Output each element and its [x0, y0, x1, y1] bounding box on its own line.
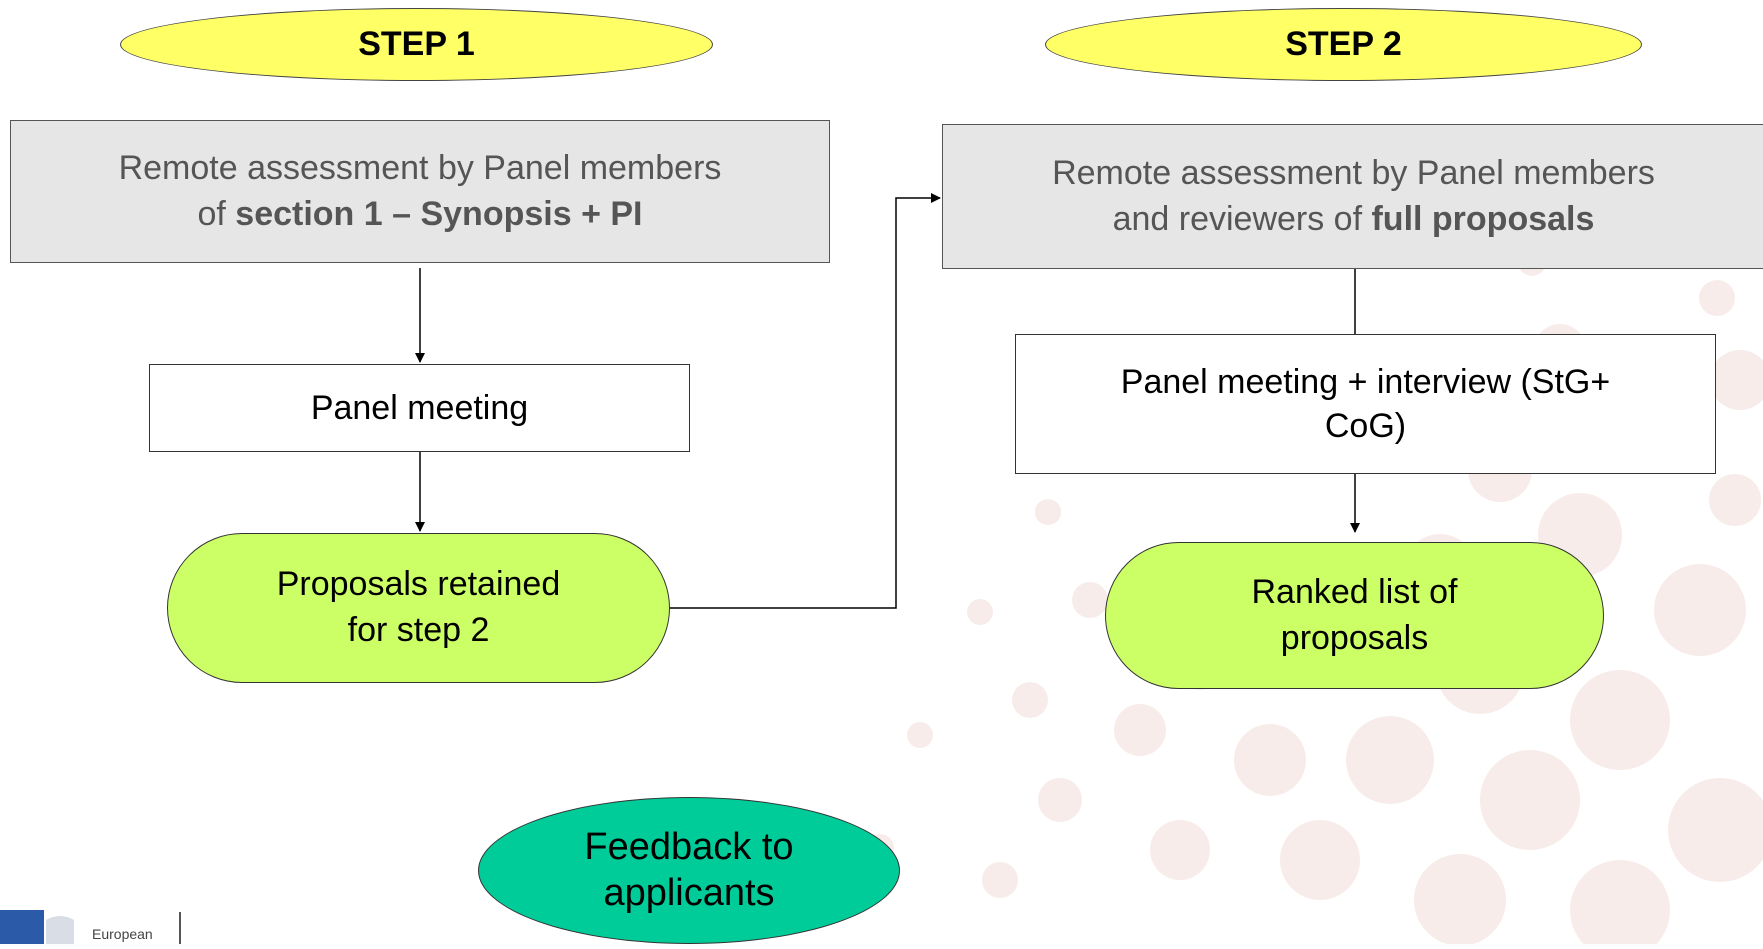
- eu-flag-icon: [0, 910, 181, 944]
- panel-meeting-text: Panel meeting: [310, 388, 529, 427]
- feedback-to-applicants-oval: Feedback to applicants: [478, 797, 900, 944]
- step1-remote-line2: of section 1 – Synopsis + PI: [197, 194, 643, 233]
- panel-interview-line1: Panel meeting + interview (StG+: [1120, 362, 1611, 401]
- step-1-label: STEP 1: [120, 8, 713, 81]
- ranked-line2: proposals: [1280, 618, 1429, 657]
- feedback-line1: Feedback to: [584, 825, 794, 868]
- ranked-line1: Ranked list of: [1251, 572, 1458, 611]
- panel-interview-line2: CoG): [1324, 407, 1407, 445]
- step2-remote-line2: and reviewers of full proposals: [1112, 199, 1595, 238]
- panel-meeting-box: Panel meeting: [149, 364, 690, 452]
- ranked-list-terminal: Ranked list of proposals: [1105, 542, 1604, 689]
- step-1-text: STEP 1: [358, 25, 475, 63]
- step2-remote-line1: Remote assessment by Panel members: [1052, 153, 1655, 192]
- arrow-retained-to-step2: [669, 193, 941, 609]
- european-commission-logo: European: [0, 890, 200, 944]
- step-2-text: STEP 2: [1285, 25, 1402, 63]
- step2-remote-assessment-box: Remote assessment by Panel members and r…: [942, 124, 1763, 269]
- step1-remote-assessment-box: Remote assessment by Panel members of se…: [10, 120, 830, 263]
- logo-text: European: [92, 926, 153, 942]
- step1-remote-line1: Remote assessment by Panel members: [118, 148, 722, 187]
- panel-interview-box: Panel meeting + interview (StG+ CoG): [1015, 334, 1716, 474]
- feedback-line2: applicants: [603, 871, 775, 914]
- proposals-retained-terminal: Proposals retained for step 2: [167, 533, 670, 683]
- retained-line1: Proposals retained: [276, 565, 561, 604]
- retained-line2: for step 2: [347, 611, 490, 649]
- step-2-label: STEP 2: [1045, 8, 1642, 81]
